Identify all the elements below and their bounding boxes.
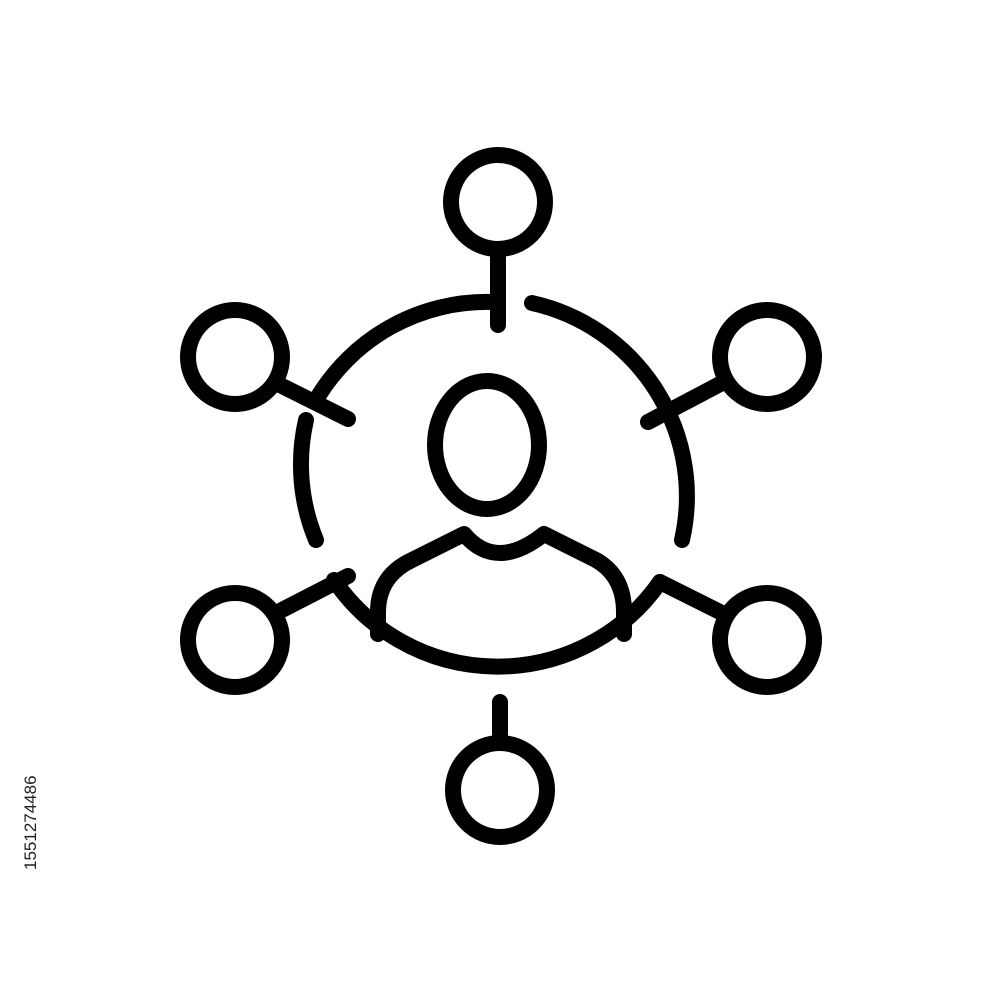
node-upper-left (180, 302, 290, 412)
stock-id-label: 1551274486 (21, 775, 40, 870)
person-body (370, 526, 632, 642)
node-top (443, 147, 553, 257)
node-bottom (445, 735, 555, 845)
person-avatar (370, 373, 632, 642)
person-head (427, 373, 547, 517)
node-upper-right (712, 302, 822, 412)
node-lower-left (180, 585, 290, 695)
node-lower-right (712, 585, 822, 695)
